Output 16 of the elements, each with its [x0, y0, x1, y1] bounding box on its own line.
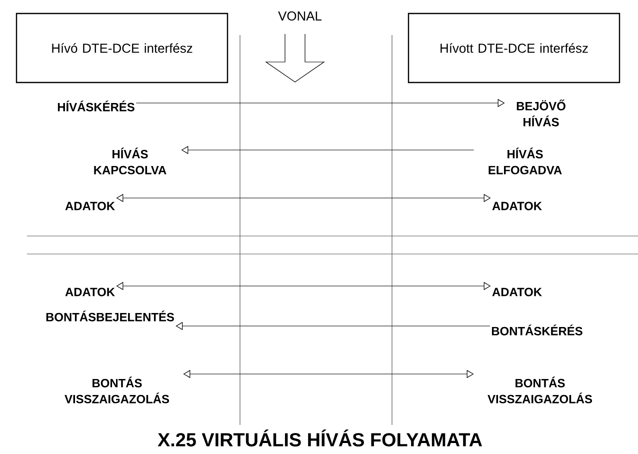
- message-label: HÍVÁSKÉRÉS: [58, 100, 134, 112]
- message-label: HÍVÁS ELFOGADVA: [488, 148, 562, 174]
- line-label: VONAL: [278, 11, 322, 21]
- message-label: BONTÁS VISSZAIGAZOLÁS: [64, 376, 170, 404]
- message-label: BONTÁSBEJELENTÉS: [46, 310, 174, 322]
- message-label: BEJÖVŐ HÍVÁS: [516, 100, 566, 126]
- message-label: HÍVÁS KAPCSOLVA: [94, 148, 166, 174]
- message-label: ADATOK: [492, 288, 542, 296]
- caption: X.25 VIRTUÁLIS HÍVÁS FOLYAMATA: [158, 430, 482, 446]
- interface-box: Hívó DTE-DCE interfész: [16, 12, 228, 84]
- message-label: ADATOK: [65, 288, 115, 296]
- message-label: ADATOK: [65, 202, 115, 210]
- message-label: BONTÁSKÉRÉS: [492, 324, 582, 336]
- message-label: ADATOK: [492, 202, 542, 210]
- message-label: BONTÁS VISSZAIGAZOLÁS: [488, 376, 592, 404]
- interface-box: Hívott DTE-DCE interfész: [408, 12, 620, 84]
